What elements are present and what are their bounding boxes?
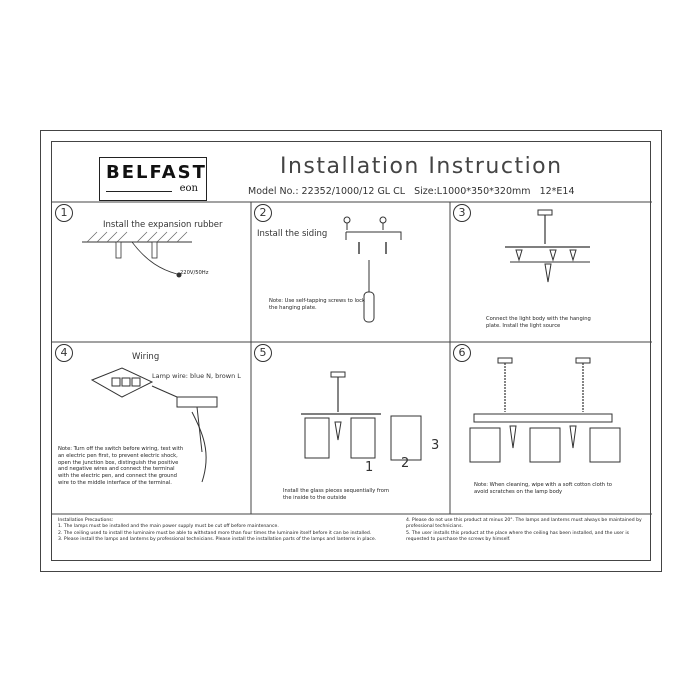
step-6-illustration <box>469 357 621 463</box>
step-5-mark-2: 2 <box>401 456 410 471</box>
instruction-sheet: BELFAST eon Installation Instruction Mod… <box>40 130 662 572</box>
step-4-number: 4 <box>55 344 73 362</box>
step-3-illustration <box>505 209 590 283</box>
logo-sub: eon <box>179 183 198 194</box>
step-4-illustration <box>90 367 218 483</box>
step-1-number: 1 <box>55 204 73 222</box>
step-4-note: Note: Turn off the switch before wiring,… <box>58 446 184 486</box>
model-size: Size:L1000*350*320mm <box>414 186 531 197</box>
step-5: 5 1 2 3 Install the glass pieces sequent… <box>251 342 450 514</box>
step-3: 3 Connect the light body with the hangin… <box>450 202 652 342</box>
step-2-label: Install the siding <box>257 229 328 239</box>
logo-underline <box>106 191 172 192</box>
model-info: Model No.: 22352/1000/12 GL CL Size:L100… <box>248 186 581 197</box>
precaution-item: 1. The lamps must be installed and the m… <box>58 524 279 530</box>
step-5-number: 5 <box>254 344 272 362</box>
logo-brand: BELFAST <box>106 162 207 183</box>
step-4-label: Wiring <box>132 352 160 362</box>
step-3-number: 3 <box>453 204 471 222</box>
precaution-item: 5. The user installs this product at the… <box>406 530 630 543</box>
brand-logo: BELFAST eon <box>99 157 207 201</box>
step-4-sublabel: Lamp wire: blue N, brown L <box>152 372 241 380</box>
grid-lines <box>52 201 652 515</box>
step-5-mark-3: 3 <box>431 438 440 453</box>
page-title: Installation Instruction <box>280 154 563 179</box>
precautions-left: Installation Precautions: 1. The lamps m… <box>58 518 378 544</box>
step-2-number: 2 <box>254 204 272 222</box>
step-1-label: Install the expansion rubber <box>103 220 223 230</box>
step-1: 1 Install the expansion rubber 220V/50Hz <box>52 202 251 342</box>
step-6-note: Note: When cleaning, wipe with a soft co… <box>474 482 612 495</box>
step-5-mark-1: 1 <box>365 460 374 475</box>
inner-frame: BELFAST eon Installation Instruction Mod… <box>51 141 652 561</box>
step-6: 6 Note: When cleaning, wipe with a soft … <box>450 342 652 514</box>
step-2: 2 Install the siding Note: Use self-tapp… <box>251 202 450 342</box>
step-3-note: Connect the light body with the hanging … <box>486 316 591 329</box>
step-4: 4 Wiring Lamp wire: blue N, brown L Note… <box>52 342 251 514</box>
step-1-voltage: 220V/50Hz <box>180 270 209 276</box>
step-2-note: Note: Use self-tapping screws to lock th… <box>269 298 365 311</box>
step-5-illustration <box>301 371 422 461</box>
step-1-illustration <box>82 231 192 278</box>
precautions-heading: Installation Precautions: <box>58 518 114 523</box>
model-bulbs: 12*E14 <box>539 186 575 197</box>
precaution-item: 3. Please install the lamps and lanterns… <box>58 537 377 543</box>
model-number: Model No.: 22352/1000/12 GL CL <box>248 186 406 197</box>
precautions-right: 4. Please do not use this product at min… <box>406 518 646 544</box>
step-2-illustration <box>343 216 402 323</box>
precaution-item: 4. Please do not use this product at min… <box>406 518 642 530</box>
step-5-note: Install the glass pieces sequentially fr… <box>283 488 389 501</box>
step-6-number: 6 <box>453 344 471 362</box>
precaution-item: 2. The ceiling used to install the lumin… <box>58 530 372 536</box>
